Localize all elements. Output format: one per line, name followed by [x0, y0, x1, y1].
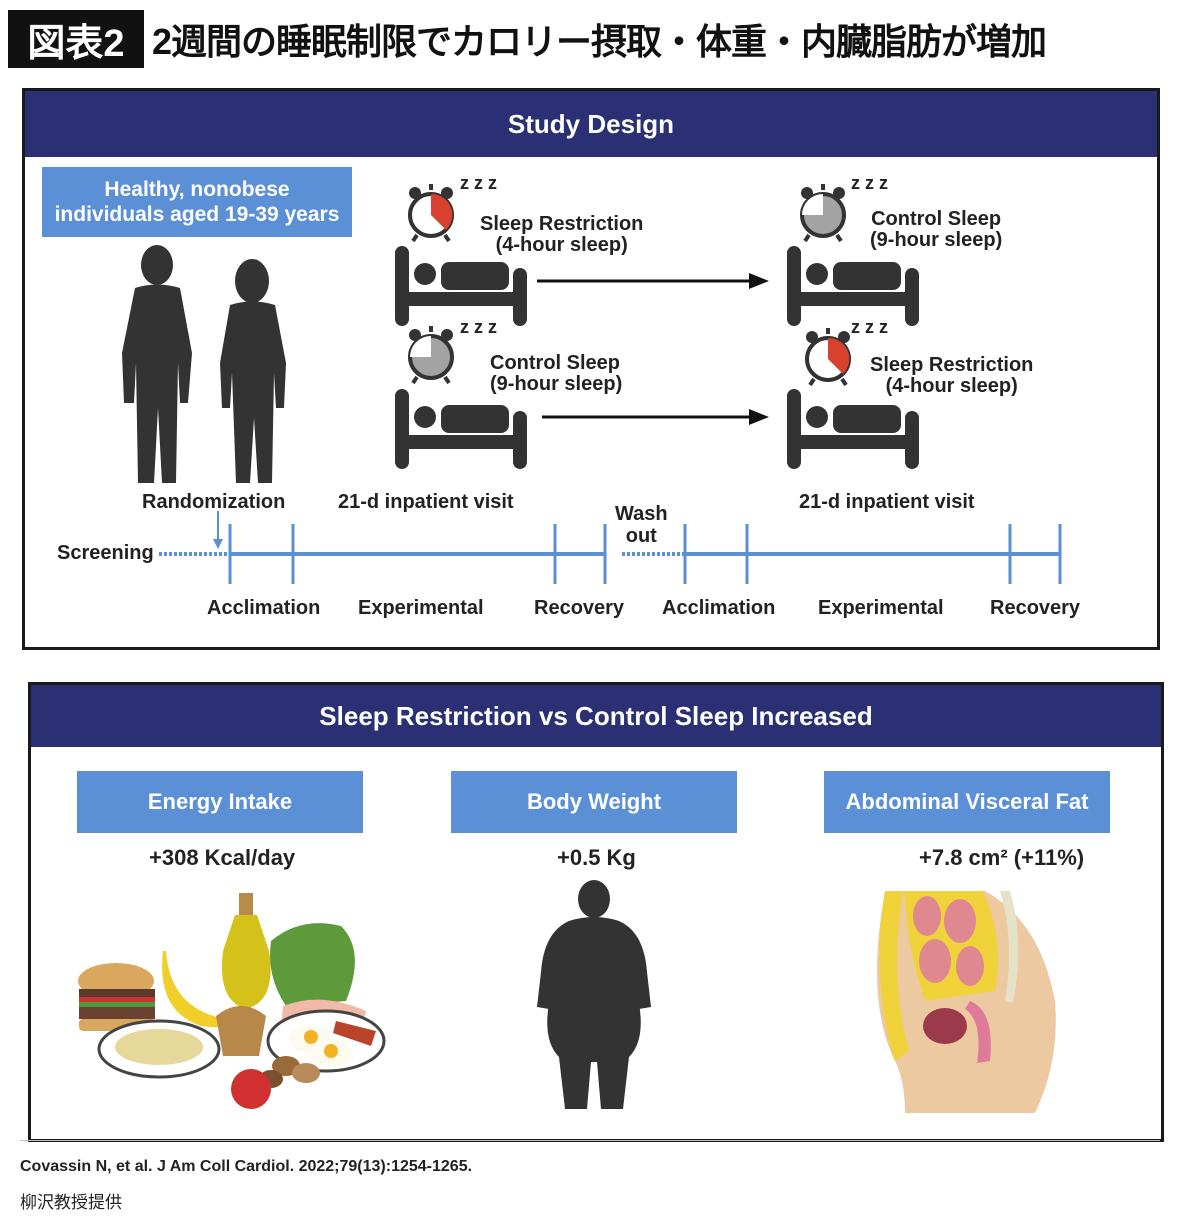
arm-a-second-name: Control Sleep: [871, 208, 1002, 230]
people-silhouette-icon: [122, 245, 286, 483]
food-illustration-icon: [78, 893, 386, 1109]
arm-b-second-label: Sleep Restriction (4-hour sleep): [870, 355, 1033, 397]
phase-recovery-2: Recovery: [990, 597, 1081, 619]
results-panel: Sleep Restriction vs Control Sleep Incre…: [28, 682, 1164, 1142]
visceral-fat-box: Abdominal Visceral Fat: [824, 771, 1110, 833]
visit2-label: 21-d inpatient visit: [799, 491, 975, 513]
body-weight-box: Body Weight: [451, 771, 737, 833]
zzz-text: z z z: [460, 173, 498, 193]
phase-recovery-1: Recovery: [534, 597, 625, 619]
phase-experimental-1: Experimental: [358, 597, 484, 619]
abdomen-cross-section-icon: [877, 891, 1056, 1113]
red-clock-icon: [408, 184, 454, 243]
arm-b-second-detail: (4-hour sleep): [885, 375, 1018, 397]
zzz-text: z z z: [851, 173, 889, 193]
obese-silhouette-icon: [537, 880, 651, 1109]
population-line-2: individuals aged 19-39 years: [54, 203, 340, 226]
arrow-icon: [542, 409, 769, 425]
population-line-1: Healthy, nonobese: [104, 178, 290, 201]
zzz-text: z z z: [851, 317, 889, 337]
phase-acclimation-1: Acclimation: [207, 597, 321, 619]
visceral-fat-value: +7.8 cm² (+11%): [919, 845, 1085, 870]
arm-a-first-detail: (4-hour sleep): [495, 234, 628, 256]
arm-b-first-detail: (9-hour sleep): [490, 373, 623, 395]
bed-icon: [395, 246, 527, 326]
phase-acclimation-2: Acclimation: [662, 597, 776, 619]
arm-a-second-label: Control Sleep (9-hour sleep): [870, 209, 1002, 251]
population-box: Healthy, nonobese individuals aged 19-39…: [42, 167, 352, 237]
arm-b-second-name: Sleep Restriction: [870, 354, 1034, 376]
arm-b-first-label: Control Sleep (9-hour sleep): [490, 353, 622, 395]
arm-a-second-detail: (9-hour sleep): [870, 229, 1003, 251]
gray-clock-icon: [408, 326, 454, 385]
gray-clock-icon: [800, 184, 846, 243]
arm-a-first-label: Sleep Restriction (4-hour sleep): [480, 214, 643, 256]
energy-intake-value: +308 Kcal/day: [149, 845, 296, 870]
figure-title: 2週間の睡眠制限でカロリー摂取・体重・内臓脂肪が増加: [152, 21, 1047, 62]
zzz-text: z z z: [460, 317, 498, 337]
energy-intake-box: Energy Intake: [77, 771, 363, 833]
credit: 柳沢教授提供: [20, 1193, 122, 1212]
bed-icon: [787, 246, 919, 326]
arm-a-first-name: Sleep Restriction: [480, 213, 644, 235]
citation: Covassin N, et al. J Am Coll Cardiol. 20…: [20, 1158, 473, 1175]
body-weight-value: +0.5 Kg: [557, 845, 636, 870]
washout-line-1: Wash: [615, 503, 668, 525]
washout-label: Wash out: [615, 503, 668, 547]
bed-icon: [787, 389, 919, 469]
washout-line-2: out: [625, 525, 657, 547]
phase-experimental-2: Experimental: [818, 597, 944, 619]
screening-label: Screening: [57, 542, 154, 564]
visit1-label: 21-d inpatient visit: [338, 491, 514, 513]
randomization-label: Randomization: [142, 491, 286, 513]
figure-badge: 図表2: [8, 10, 144, 68]
arm-b-first-name: Control Sleep: [490, 352, 621, 374]
study-design-header: Study Design: [25, 91, 1157, 157]
red-clock-icon: [805, 328, 851, 387]
bed-icon: [395, 389, 527, 469]
divider: [20, 1140, 1160, 1141]
timeline: [159, 511, 1062, 584]
results-header: Sleep Restriction vs Control Sleep Incre…: [31, 685, 1161, 747]
arrow-icon: [537, 273, 769, 289]
study-design-panel: Study Design Healthy, nonobese individua…: [22, 88, 1160, 650]
